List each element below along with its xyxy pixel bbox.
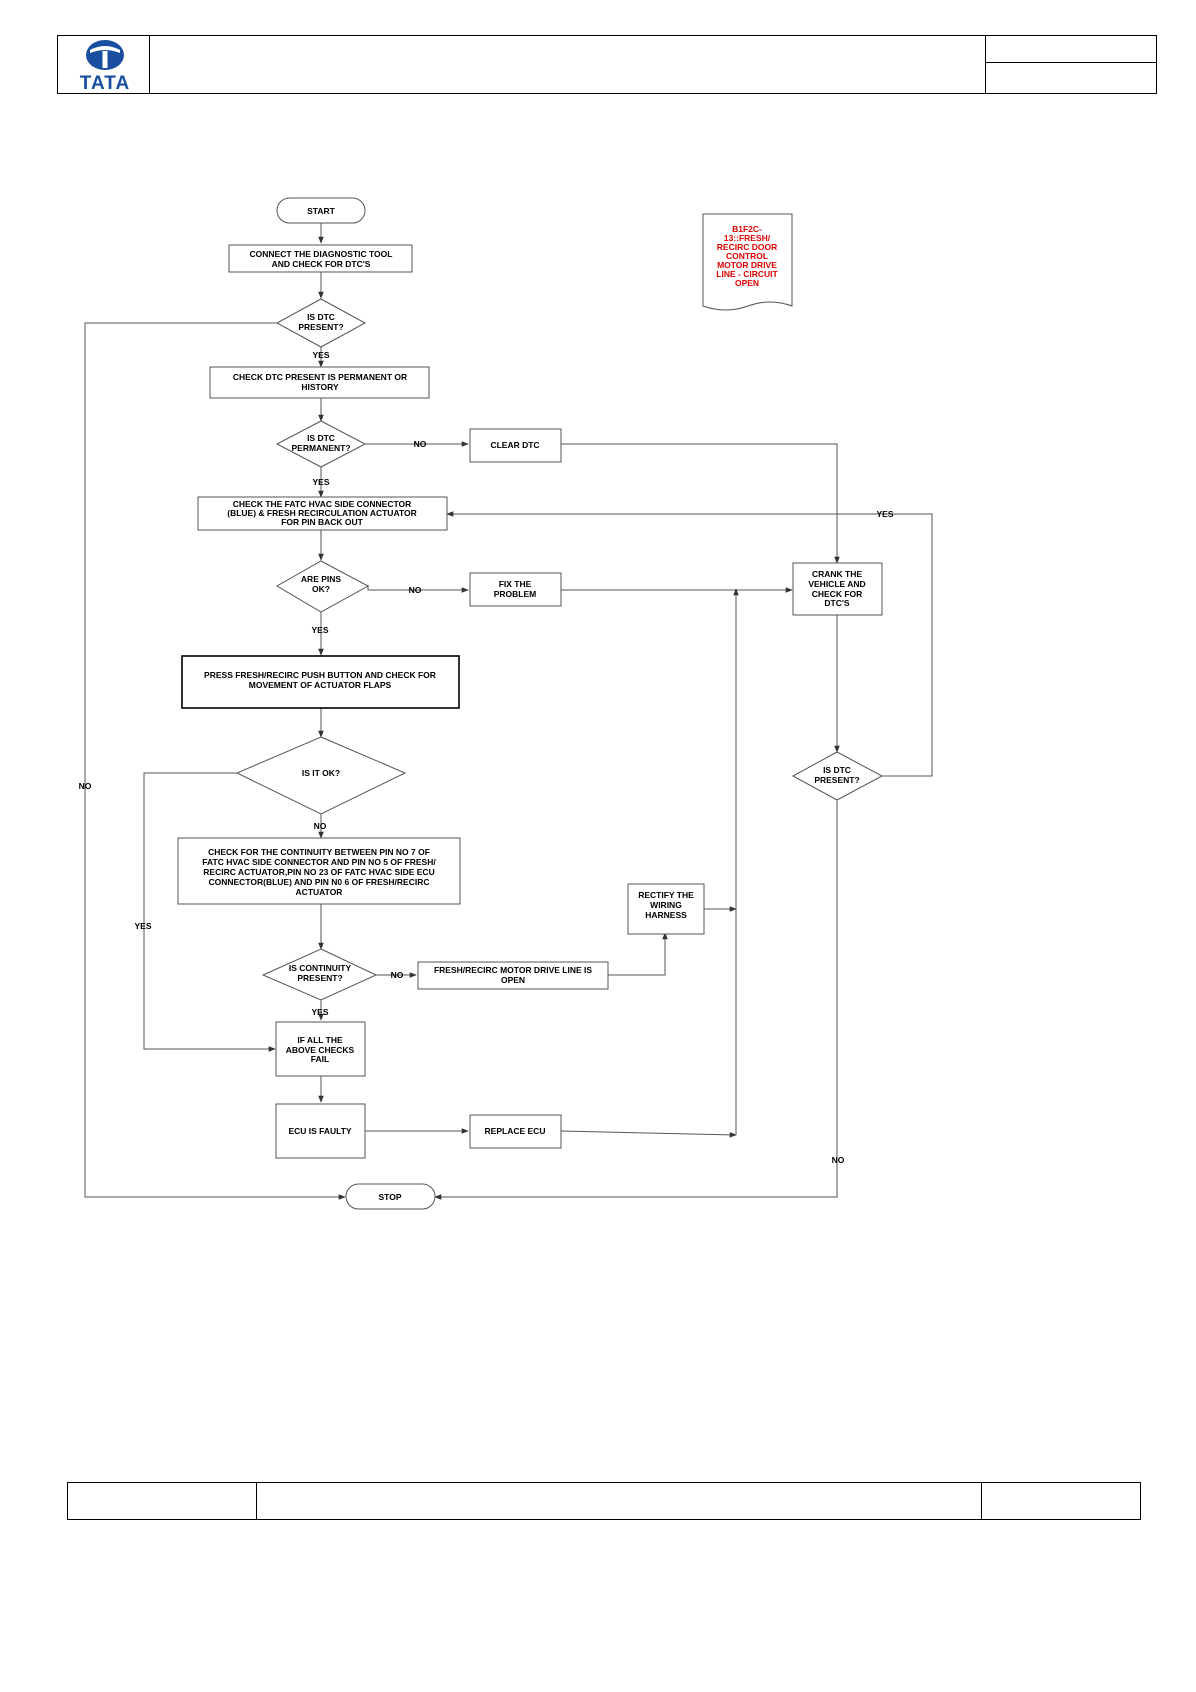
dtc-note-line-5: MOTOR DRIVE <box>717 260 777 270</box>
dtc-present-2-line-2: PRESENT? <box>814 775 859 785</box>
press-button-box: PRESS FRESH/RECIRC PUSH BUTTON AND CHECK… <box>181 655 460 709</box>
dtc-note-line-6: LINE - CIRCUIT <box>716 269 778 279</box>
motor-line-open-line-1: FRESH/RECIRC MOTOR DRIVE LINE IS <box>434 965 592 975</box>
dtc-present-1-line-1: IS DTC <box>307 312 335 322</box>
is-it-ok-label: IS IT OK? <box>302 768 340 778</box>
connect-tool-box: CONNECT THE DIAGNOSTIC TOOL AND CHECK FO… <box>228 244 413 273</box>
connect-line-1: CONNECT THE DIAGNOSTIC TOOL <box>250 249 393 259</box>
rectify-line-2: WIRING <box>650 900 682 910</box>
continuity-present-line-1: IS CONTINUITY <box>289 963 352 973</box>
motor-line-open-line-2: OPEN <box>501 975 525 985</box>
stop-label: STOP <box>379 1192 402 1202</box>
continuity-check-line-2: FATC HVAC SIDE CONNECTOR AND PIN NO 5 OF… <box>202 857 436 867</box>
check-connector-line-2: (BLUE) & FRESH RECIRCULATION ACTUATOR <box>227 508 417 518</box>
footer-right-cell <box>981 1482 1141 1520</box>
check-permanent-line-2: HISTORY <box>301 382 339 392</box>
fix-problem-line-1: FIX THE <box>499 579 532 589</box>
dtc-note-line-1: B1F2C- <box>732 224 762 234</box>
is-it-ok-decision: IS IT OK? <box>235 736 407 815</box>
label-yes-pins: YES <box>311 625 328 635</box>
dtc-note-line-3: RECIRC DOOR <box>717 242 777 252</box>
all-fail-line-3: FAIL <box>311 1054 329 1064</box>
press-button-line-1: PRESS FRESH/RECIRC PUSH BUTTON AND CHECK… <box>204 670 436 680</box>
continuity-check-line-1: CHECK FOR THE CONTINUITY BETWEEN PIN NO … <box>208 847 430 857</box>
pins-ok-decision: ARE PINS OK? <box>276 560 370 613</box>
dtc-note-line-4: CONTROL <box>726 251 768 261</box>
label-no-continuity: NO <box>391 970 404 980</box>
label-no-ok: NO <box>314 821 327 831</box>
dtc-note-line-2: 13::FRESH/ <box>724 233 771 243</box>
label-no-left: NO <box>79 781 92 791</box>
pins-ok-line-1: ARE PINS <box>301 574 341 584</box>
check-permanent-line-1: CHECK DTC PRESENT IS PERMANENT OR <box>233 372 407 382</box>
rectify-harness-box: RECTIFY THE WIRING HARNESS <box>627 883 705 935</box>
ecu-faulty-box: ECU IS FAULTY <box>275 1103 366 1159</box>
header-right-cell-bottom <box>985 62 1157 94</box>
continuity-check-line-3: RECIRC ACTUATOR,PIN NO 23 OF FATC HVAC S… <box>203 867 434 877</box>
rectify-line-3: HARNESS <box>645 910 687 920</box>
crank-vehicle-box: CRANK THE VEHICLE AND CHECK FOR DTC'S <box>792 562 883 616</box>
all-fail-line-1: IF ALL THE <box>297 1035 343 1045</box>
dtc-present-2-line-1: IS DTC <box>823 765 851 775</box>
ecu-faulty-label: ECU IS FAULTY <box>288 1126 351 1136</box>
dtc-permanent-line-1: IS DTC <box>307 433 335 443</box>
header-logo-cell <box>57 35 150 94</box>
stop-terminator: STOP <box>345 1183 436 1210</box>
replace-ecu-box: REPLACE ECU <box>469 1114 562 1149</box>
rectify-line-1: RECTIFY THE <box>638 890 694 900</box>
start-terminator: START <box>276 197 366 224</box>
dtc-present-1-line-2: PRESENT? <box>298 322 343 332</box>
footer-left-cell <box>67 1482 257 1520</box>
label-no-bottom: NO <box>832 1155 845 1165</box>
label-yes-left: YES <box>134 921 151 931</box>
continuity-check-box: CHECK FOR THE CONTINUITY BETWEEN PIN NO … <box>177 837 461 905</box>
continuity-present-line-2: PRESENT? <box>297 973 342 983</box>
label-yes-permanent: YES <box>312 477 329 487</box>
crank-line-3: CHECK FOR <box>812 589 863 599</box>
dtc-present-decision-1: IS DTC PRESENT? <box>275 298 367 348</box>
dtc-permanent-decision: IS DTC PERMANENT? <box>275 420 367 468</box>
check-permanent-box: CHECK DTC PRESENT IS PERMANENT OR HISTOR… <box>209 366 430 399</box>
branch-labels: YES NO YES YES NO YES NO NO YES NO YES N… <box>79 350 894 1165</box>
label-yes-dtc-present: YES <box>312 350 329 360</box>
label-yes-continuity: YES <box>311 1007 328 1017</box>
dtc-permanent-line-2: PERMANENT? <box>291 443 350 453</box>
label-no-permanent: NO <box>414 439 427 449</box>
clear-dtc-label: CLEAR DTC <box>490 440 539 450</box>
connectors <box>84 223 933 1200</box>
clear-dtc-box: CLEAR DTC <box>469 428 562 463</box>
all-checks-fail-box: IF ALL THE ABOVE CHECKS FAIL <box>275 1021 366 1077</box>
crank-line-2: VEHICLE AND <box>808 579 865 589</box>
dtc-code-note: B1F2C- 13::FRESH/ RECIRC DOOR CONTROL MO… <box>702 213 793 311</box>
pins-ok-line-2: OK? <box>312 584 330 594</box>
label-yes-loop: YES <box>876 509 893 519</box>
motor-line-open-box: FRESH/RECIRC MOTOR DRIVE LINE IS OPEN <box>417 961 609 990</box>
logo-text: TATA <box>79 73 131 94</box>
label-no-pins: NO <box>409 585 422 595</box>
continuity-check-line-5: ACTUATOR <box>296 887 343 897</box>
check-connector-line-3: FOR PIN BACK OUT <box>281 517 364 527</box>
continuity-check-line-4: CONNECTOR(BLUE) AND PIN N0 6 OF FRESH/RE… <box>208 877 429 887</box>
continuity-present-decision: IS CONTINUITY PRESENT? <box>261 948 378 1001</box>
dtc-note-line-7: OPEN <box>735 278 759 288</box>
check-connector-box: CHECK THE FATC HVAC SIDE CONNECTOR (BLUE… <box>197 496 448 531</box>
crank-line-4: DTC'S <box>824 598 849 608</box>
check-connector-line-1: CHECK THE FATC HVAC SIDE CONNECTOR <box>233 499 412 509</box>
start-label: START <box>307 206 336 216</box>
tata-logo: TATA <box>74 38 136 94</box>
press-button-line-2: MOVEMENT OF ACTUATOR FLAPS <box>249 680 392 690</box>
connect-line-2: AND CHECK FOR DTC'S <box>272 259 371 269</box>
replace-ecu-label: REPLACE ECU <box>485 1126 546 1136</box>
fix-problem-box: FIX THE PROBLEM <box>469 572 562 607</box>
crank-line-1: CRANK THE <box>812 569 862 579</box>
dtc-present-decision-2: IS DTC PRESENT? <box>791 751 884 801</box>
fix-problem-line-2: PROBLEM <box>494 589 537 599</box>
all-fail-line-2: ABOVE CHECKS <box>286 1045 355 1055</box>
